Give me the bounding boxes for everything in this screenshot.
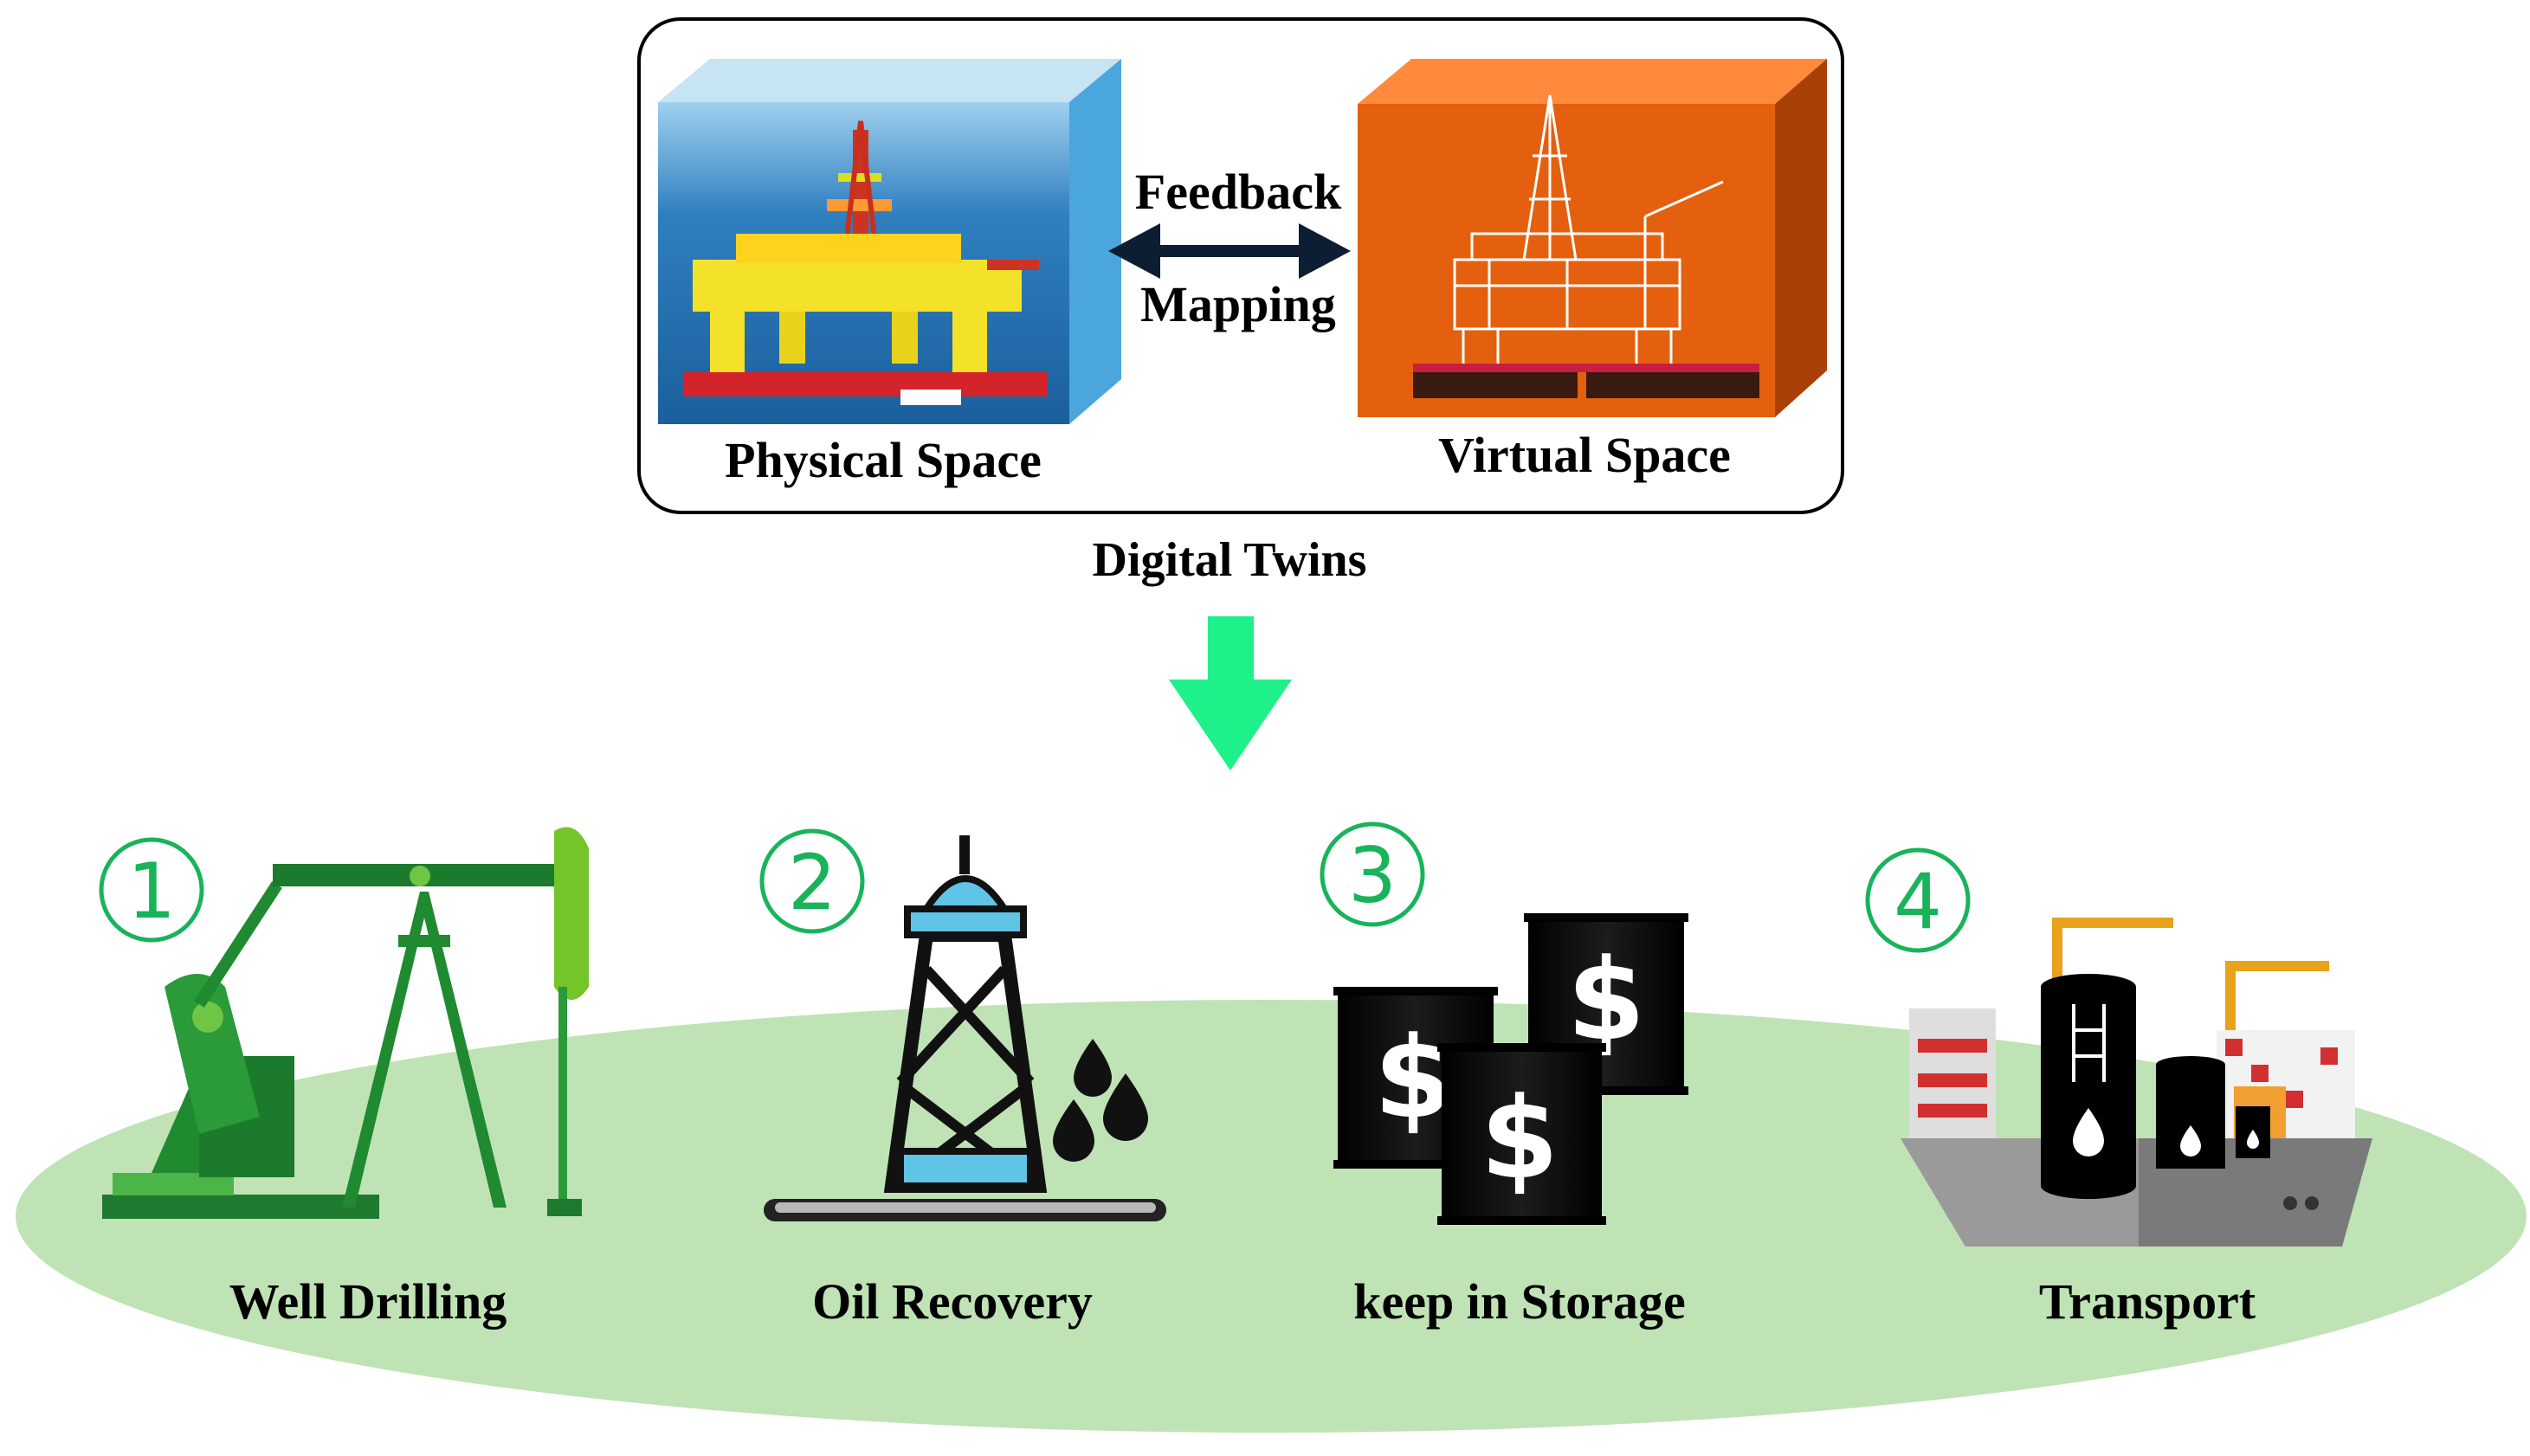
step-circle-4 (1865, 847, 1971, 953)
oil-barrels-icon: $ $ $ (1333, 913, 1688, 1225)
svg-text:$: $ (1374, 1012, 1452, 1144)
physical-space-label: Physical Space (725, 432, 1042, 488)
platform-pontoons (1413, 364, 1759, 398)
svg-text:$: $ (1481, 1073, 1559, 1204)
virtual-space-label: Virtual Space (1438, 427, 1731, 483)
ground-ellipse (16, 1000, 2527, 1433)
step-number-4: 4 (1894, 857, 1942, 946)
step-circle-2 (759, 828, 865, 934)
down-arrow (1169, 616, 1292, 770)
oil-derrick-icon (764, 835, 1166, 1221)
mapping-label: Mapping (1140, 276, 1336, 332)
virtual-space-box (1358, 59, 1827, 417)
feedback-label: Feedback (1134, 164, 1342, 220)
tanker-ship-icon (1901, 918, 2372, 1247)
step-number-3: 3 (1348, 831, 1397, 920)
stage-label-oil-recovery: Oil Recovery (812, 1273, 1093, 1330)
physical-space-box (658, 59, 1121, 424)
offshore-platform-photo (684, 120, 1048, 405)
step-number-2: 2 (788, 838, 836, 927)
pumpjack-icon (102, 827, 589, 1219)
step-circle-1 (99, 837, 204, 943)
stage-label-transport: Transport (2038, 1273, 2256, 1330)
stage-label-well-drilling: Well Drilling (229, 1273, 507, 1330)
feedback-mapping-arrow (1108, 223, 1351, 279)
step-number-1: 1 (127, 847, 176, 936)
stage-label-storage: keep in Storage (1353, 1273, 1686, 1330)
digital-twins-title: Digital Twins (1092, 533, 1367, 587)
platform-wireframe (1453, 94, 1724, 374)
step-circle-3 (1320, 821, 1425, 927)
